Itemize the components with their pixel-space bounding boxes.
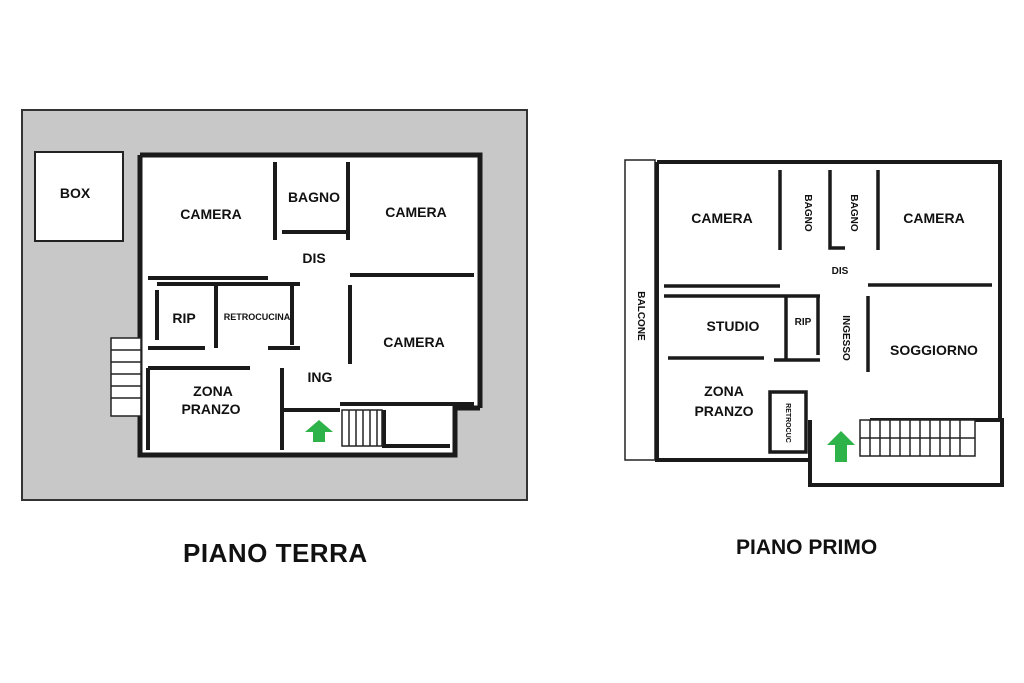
terra-stairs: [341, 409, 383, 447]
label-ingesso: INGESSO: [840, 315, 851, 361]
label-camera-primo-1: CAMERA: [691, 210, 752, 226]
terra-building-fill: [140, 155, 480, 455]
floor-title-piano-terra: PIANO TERRA: [183, 538, 368, 568]
label-ing: ING: [308, 369, 333, 385]
label-box: BOX: [60, 185, 91, 201]
terra-external-stairs: [110, 337, 142, 417]
label-dis: DIS: [302, 250, 325, 266]
label-retrocucina: RETROCUCINA: [224, 312, 291, 322]
label-balcone: BALCONE: [635, 291, 646, 341]
label-zona-pranzo-primo-2: PRANZO: [694, 403, 753, 419]
label-zona-pranzo-primo-1: ZONA: [704, 383, 744, 399]
label-rip: RIP: [172, 310, 195, 326]
label-studio: STUDIO: [707, 318, 760, 334]
label-dis-primo: DIS: [832, 266, 849, 277]
terra-interior-walls: [146, 162, 474, 450]
label-rip-primo: RIP: [795, 317, 812, 328]
primo-interior-walls: [664, 170, 992, 454]
box-outline: [34, 151, 124, 242]
label-camera-2: CAMERA: [385, 204, 446, 220]
plan-piano-terra: BOX CAMERA BAGNO CAMERA DIS RIP RETROCUC…: [21, 109, 528, 501]
label-bagno-primo-2: BAGNO: [848, 194, 859, 231]
label-camera-3: CAMERA: [383, 334, 444, 350]
entry-arrow-icon-terra: [305, 420, 333, 442]
label-zona-pranzo-1: ZONA: [193, 383, 233, 399]
balcone-strip: [624, 159, 656, 461]
plan-piano-primo: CAMERA BAGNO BAGNO CAMERA DIS BALCONE ST…: [624, 159, 1004, 487]
label-bagno-primo-1: BAGNO: [802, 194, 813, 231]
entry-arrow-icon-primo: [827, 431, 855, 462]
label-camera-primo-2: CAMERA: [903, 210, 964, 226]
label-retrocuc: RETROCUC: [784, 403, 791, 443]
floor-title-piano-primo: PIANO PRIMO: [736, 536, 878, 559]
label-bagno: BAGNO: [288, 189, 340, 205]
label-zona-pranzo-2: PRANZO: [181, 401, 240, 417]
primo-stairs: [859, 419, 976, 457]
label-soggiorno: SOGGIORNO: [890, 342, 978, 358]
label-camera-1: CAMERA: [180, 206, 241, 222]
